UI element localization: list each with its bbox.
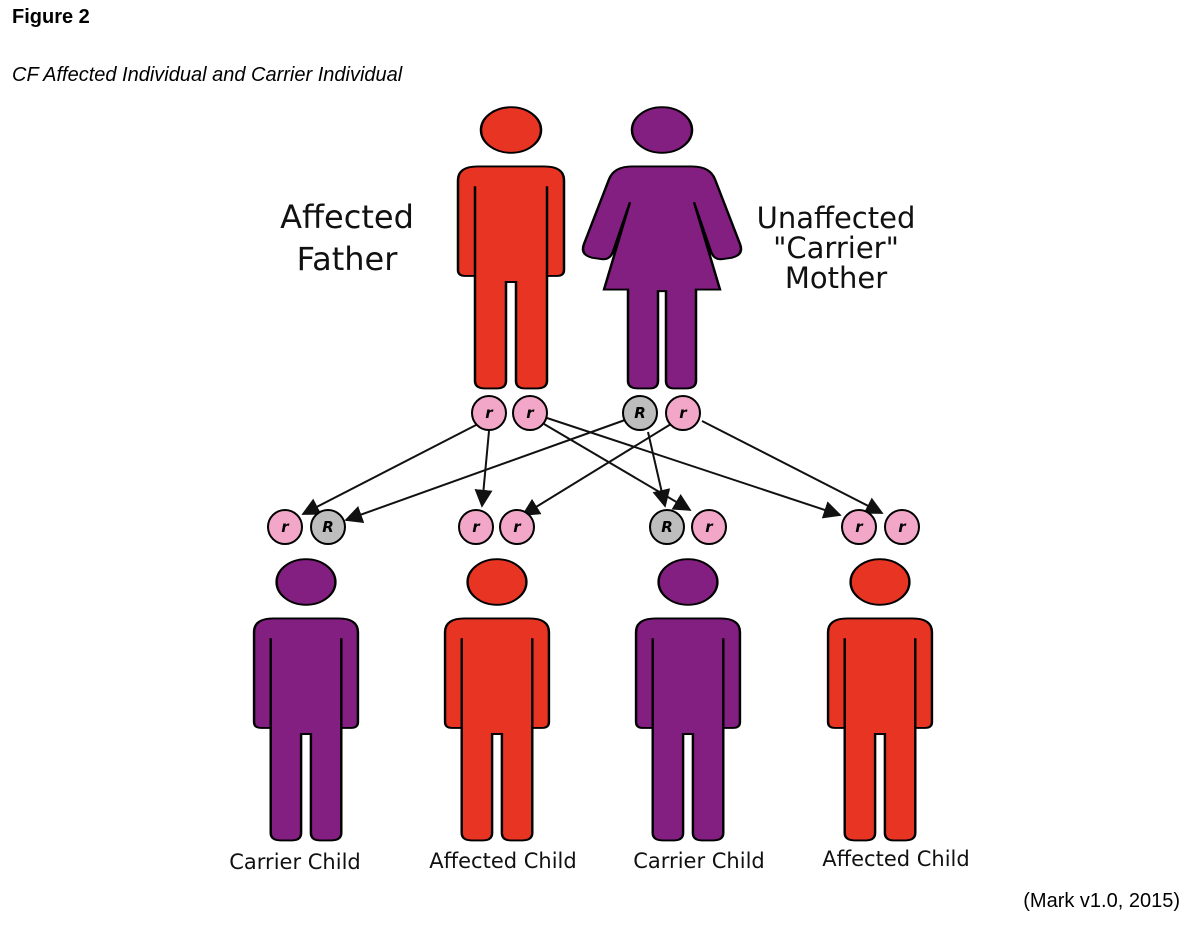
allele-circle (512, 395, 548, 431)
child-2-label: Affected Child (429, 849, 576, 873)
allele-circle (841, 509, 877, 545)
father-label-line2: Father (297, 240, 399, 278)
allele-label: r (526, 404, 535, 422)
allele-circle (665, 395, 701, 431)
allele-label: r (513, 518, 522, 536)
child-3-label: Carrier Child (633, 849, 764, 873)
child-1-label: Carrier Child (229, 850, 360, 874)
allele-circle (499, 509, 535, 545)
child-3-figure (634, 557, 742, 842)
father-label-line1: Affected (280, 198, 414, 236)
arrow-mother-r-to-child4 (701, 420, 884, 514)
allele-circle (267, 509, 303, 545)
allele-label: r (679, 404, 688, 422)
mother-label-line1: Unaffected (757, 201, 916, 235)
arrow-father-r1-to-child1 (301, 423, 479, 515)
mother-label-line3: Mother (785, 261, 887, 295)
allele-label: r (472, 518, 481, 536)
arrow-father-r2-to-child3 (543, 423, 692, 511)
arrow-father-r2-to-child4 (546, 417, 842, 519)
allele-label: R (634, 404, 646, 422)
inheritance-arrows (301, 417, 884, 524)
figure-label: Figure 2 (12, 6, 90, 28)
child-4-alleles: r r (841, 509, 920, 545)
child-3-alleles: R r (649, 509, 727, 545)
allele-circle (691, 509, 727, 545)
mother-label-line2: "Carrier" (773, 231, 899, 265)
father-figure (456, 105, 566, 390)
figure-caption: CF Affected Individual and Carrier Indiv… (12, 64, 403, 86)
arrow-mother-R-to-child3 (647, 431, 671, 508)
child-4-label: Affected Child (822, 847, 969, 871)
mother-alleles: R r (622, 395, 701, 431)
child-4-figure (826, 557, 934, 842)
allele-label: r (855, 518, 864, 536)
allele-circle (471, 395, 507, 431)
child-2-figure (443, 557, 551, 842)
allele-label: r (898, 518, 907, 536)
child-2-alleles: r r (458, 509, 535, 545)
allele-circle (649, 509, 685, 545)
allele-circle (310, 509, 346, 545)
allele-circle (884, 509, 920, 545)
arrow-mother-r-to-child2 (521, 423, 672, 516)
figure-credit: (Mark v1.0, 2015) (1023, 890, 1180, 912)
arrow-father-r1-to-child2 (474, 430, 493, 508)
allele-label: R (661, 518, 673, 536)
allele-circle (458, 509, 494, 545)
child-1-alleles: r R (267, 509, 346, 545)
allele-label: R (322, 518, 334, 536)
allele-label: r (705, 518, 714, 536)
allele-label: r (485, 404, 494, 422)
arrow-mother-R-to-child1 (344, 419, 626, 524)
allele-circle (622, 395, 658, 431)
child-1-figure (252, 557, 360, 842)
mother-figure (581, 105, 743, 390)
father-alleles: r r (471, 395, 548, 431)
allele-label: r (281, 518, 290, 536)
